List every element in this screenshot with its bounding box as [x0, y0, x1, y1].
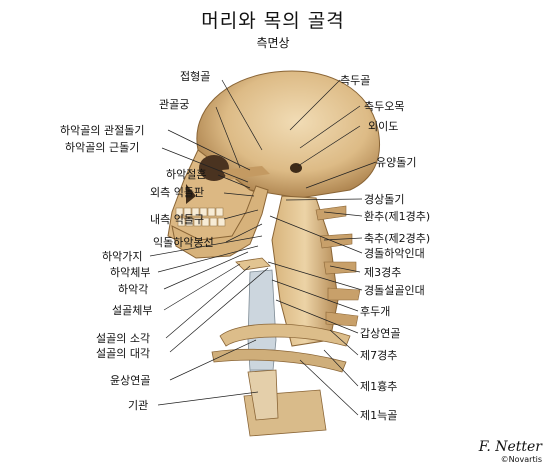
vertebral-processes [315, 205, 361, 327]
hyoid-bone [235, 257, 271, 271]
label-c7: 제7경추 [360, 349, 398, 362]
label-hamulus: 내측 익돌구 [150, 213, 205, 226]
nasal-cavity [186, 184, 196, 204]
label-thyroid-cartilage: 갑상연골 [360, 327, 401, 340]
label-pterygomandibular-raphe: 익돌하악봉선 [153, 236, 214, 249]
label-first-rib: 제1늑골 [360, 409, 398, 422]
label-sphenoid: 접형골 [180, 70, 211, 83]
label-external-pterygoid: 외측 익돌판 [150, 186, 205, 199]
page-subtitle: 측면상 [256, 36, 290, 50]
artist-signature: F. Netter [478, 439, 542, 455]
page-title: 머리와 목의 골격 [201, 10, 345, 32]
label-temporal-fossa: 측두오목 [364, 100, 405, 113]
label-coronoid-process: 하악골의 근돌기 [65, 141, 140, 154]
label-cricoid: 윤상연골 [110, 374, 151, 387]
label-articular-tubercle: 하악골의 관절돌기 [60, 124, 145, 137]
label-epiglottis: 후두개 [360, 305, 391, 318]
label-mandible-angle: 하악각 [118, 283, 149, 296]
label-mandible-body: 하악체부 [110, 266, 151, 279]
label-ramus: 하악가지 [102, 250, 143, 263]
label-c3: 제3경추 [364, 266, 402, 279]
copyright: ©Novartis [500, 455, 542, 464]
upper-teeth [175, 207, 224, 217]
label-stylohyoid-ligament: 경돌설골인대 [364, 284, 425, 297]
label-axis: 축추(제2경추) [364, 232, 431, 245]
label-mandibular-notch: 하악절흔 [166, 168, 207, 181]
label-atlas: 환추(제1경추) [364, 210, 431, 223]
label-hyoid-body: 설골체부 [112, 304, 153, 317]
label-zygomatic-arch: 관골궁 [159, 98, 190, 111]
credit: F. Netter ©Novartis [479, 439, 542, 464]
lower-teeth [177, 217, 226, 227]
label-hyoid-lesser-horn: 설골의 소각 [96, 332, 151, 345]
label-t1: 제1흉추 [360, 380, 398, 393]
label-external-meatus: 외이도 [368, 120, 399, 133]
leader-lines [149, 79, 377, 416]
label-temporal: 측두골 [340, 74, 371, 87]
orbit [199, 155, 229, 181]
clavicle [211, 348, 347, 373]
label-hyoid-greater-horn: 설골의 대각 [96, 347, 151, 360]
label-mastoid: 유양돌기 [376, 156, 417, 169]
label-styloid: 경상돌기 [364, 193, 405, 206]
label-stylomandibular-ligament: 경돌하악인대 [364, 247, 425, 260]
mandible [171, 185, 269, 259]
manubrium [247, 369, 279, 421]
label-trachea: 기관 [128, 399, 149, 412]
first-rib [219, 323, 351, 347]
